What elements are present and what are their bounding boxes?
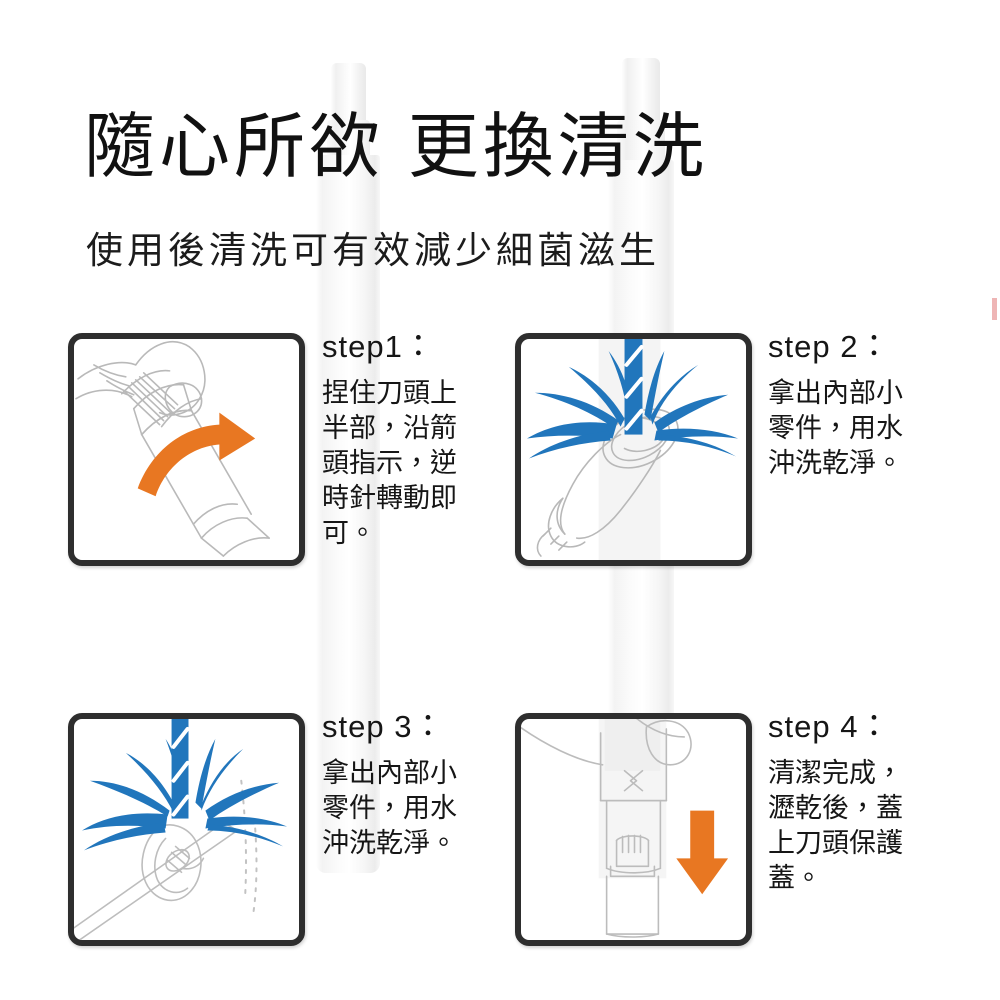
hand-twisting-device-drawing xyxy=(75,341,270,557)
step-1-label: step1： xyxy=(322,329,435,364)
step-3-illustration-panel xyxy=(68,713,305,946)
step-3-text-block: step 3： 拿出內部小零件，用水沖洗乾淨。 xyxy=(322,711,472,861)
attach-protective-cap-drawing xyxy=(521,719,729,938)
step-1-description: 捏住刀頭上半部，沿箭頭指示，逆時針轉動即可。 xyxy=(322,378,457,549)
rotation-arrow-icon xyxy=(137,412,256,497)
step-4-text-block: step 4： 清潔完成，瀝乾後，蓋上刀頭保護蓋。 xyxy=(768,711,918,896)
step-1-illustration-panel xyxy=(68,333,305,566)
page-title: 隨心所欲 更換清洗 xyxy=(84,108,708,187)
water-splash-icon xyxy=(81,738,288,851)
page-subtitle: 使用後清洗可有效減少細菌滋生 xyxy=(86,229,660,272)
water-stream-icon xyxy=(171,719,190,819)
step-4-label: step 4： xyxy=(768,709,891,744)
step-2-text-block: step 2： 拿出內部小零件，用水沖洗乾淨。 xyxy=(768,331,918,481)
rinsing-blade-head-drawing xyxy=(526,339,739,560)
step-2-illustration-panel xyxy=(515,333,752,566)
edge-artifact-mark xyxy=(992,298,997,320)
step-1-text-block: step1： 捏住刀頭上半部，沿箭頭指示，逆時針轉動即可。 xyxy=(322,331,472,551)
step-4-description: 清潔完成，瀝乾後，蓋上刀頭保護蓋。 xyxy=(768,758,903,894)
step-3-description: 拿出內部小零件，用水沖洗乾淨。 xyxy=(322,758,457,859)
downward-arrow-icon xyxy=(676,810,729,895)
step-4-illustration-panel xyxy=(515,713,752,946)
step-3-label: step 3： xyxy=(322,709,445,744)
step-2-label: step 2： xyxy=(768,329,891,364)
rinsing-small-part-drawing xyxy=(74,719,288,940)
step-2-description: 拿出內部小零件，用水沖洗乾淨。 xyxy=(768,378,903,479)
water-stream-icon xyxy=(624,339,644,435)
